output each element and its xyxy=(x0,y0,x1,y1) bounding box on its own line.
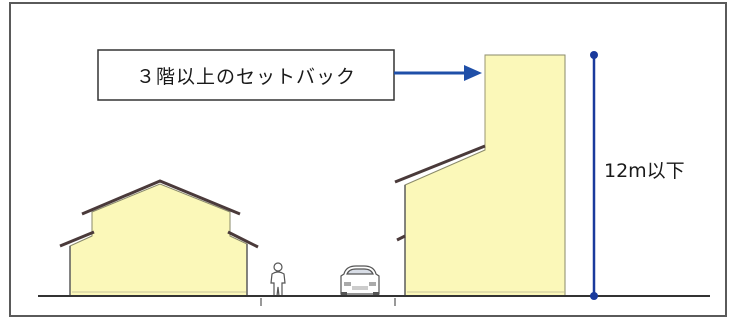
house-upper-roof xyxy=(81,179,241,216)
height-dimension-line xyxy=(590,51,598,300)
house-right-eave xyxy=(227,230,259,249)
low-rise-house xyxy=(59,179,259,297)
callout-box xyxy=(97,49,395,101)
dimension-top-point xyxy=(590,51,598,59)
setback-callout-label: ３階以上のセットバック xyxy=(135,65,356,88)
dimension-bottom-point xyxy=(590,292,598,300)
car-icon xyxy=(340,265,380,296)
building-lower-eave xyxy=(396,234,406,242)
setback-building xyxy=(394,54,566,297)
house-left-eave xyxy=(59,230,95,248)
pedestrian-icon xyxy=(270,262,286,297)
building-roof-line xyxy=(394,144,486,184)
callout-arrow xyxy=(394,65,482,81)
height-limit-label: 12m以下 xyxy=(604,160,685,182)
